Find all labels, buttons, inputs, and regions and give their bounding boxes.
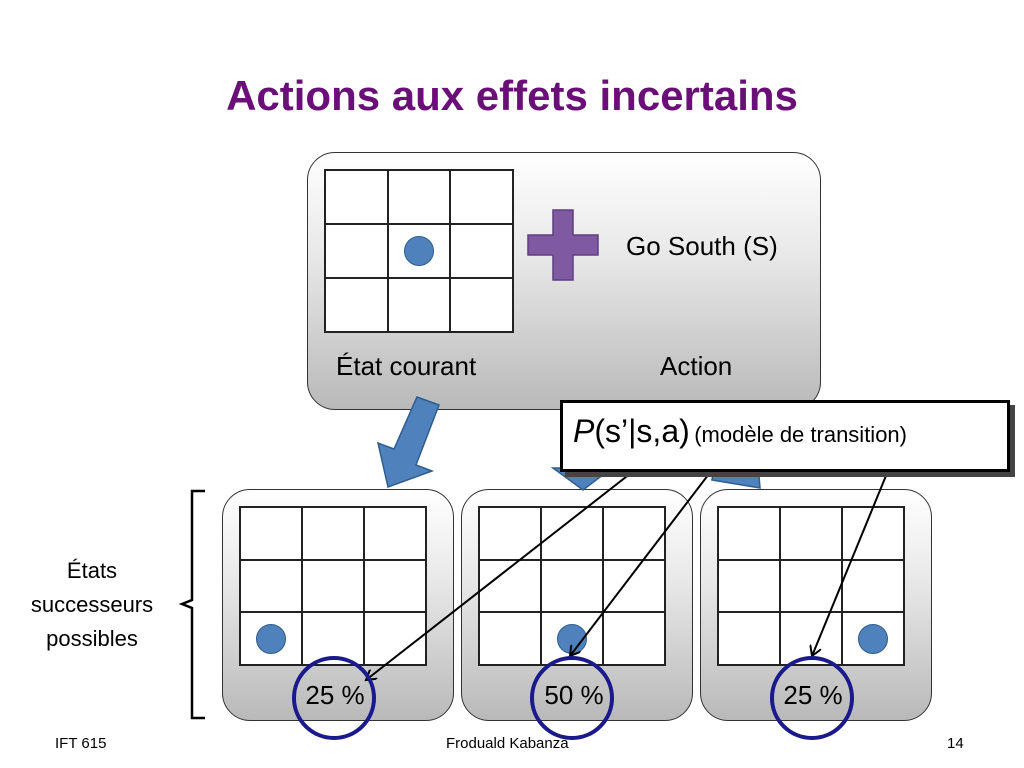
grid-cell — [541, 507, 603, 560]
grid-cell — [302, 507, 364, 560]
agent-dot — [858, 623, 888, 654]
grid-cell — [541, 559, 603, 613]
grid-cell — [387, 170, 451, 224]
successors-label-line-3: possibles — [46, 626, 138, 651]
grid-cell — [450, 278, 513, 332]
left-block-arrow — [376, 396, 440, 488]
grid-cell — [603, 559, 665, 613]
grid-cell — [479, 559, 541, 613]
current-state-box: Go South (S) État courant Action — [307, 152, 821, 410]
grid-cell — [603, 612, 665, 665]
footer-course: IFT 615 — [55, 735, 107, 752]
grid-cell — [240, 612, 302, 665]
grid-cell — [325, 278, 388, 332]
transition-description: (modèle de transition) — [694, 422, 907, 447]
grid-cell — [842, 507, 904, 560]
grid-cell — [450, 224, 513, 278]
footer-page-number: 14 — [947, 735, 964, 752]
transition-formula: P(s’|s,a) (modèle de transition) — [573, 413, 907, 450]
grid-cell — [364, 612, 426, 665]
current-state-grid — [324, 169, 514, 333]
agent-dot — [403, 236, 434, 266]
grid-cell — [325, 170, 388, 224]
grid-cell — [718, 507, 780, 560]
grid-cell — [387, 278, 451, 332]
action-name: Go South (S) — [626, 231, 778, 261]
grid-cell — [479, 507, 541, 560]
grid-cell — [364, 559, 426, 613]
action-label: Action — [660, 351, 733, 381]
grid-cell — [364, 507, 426, 560]
slide-title: Actions aux effets incertains — [226, 72, 798, 119]
successor-grid — [478, 506, 666, 666]
successor-grid — [239, 506, 427, 666]
grid-cell — [842, 612, 904, 665]
state-label: État courant — [336, 351, 477, 381]
transition-p: P — [573, 413, 595, 449]
transition-args: (s’|s,a) — [594, 413, 690, 449]
successors-label-line-1: États — [66, 558, 118, 583]
successors-label: États successeurs possibles — [8, 554, 176, 656]
probability-ring-3 — [770, 656, 854, 740]
probability-ring-2 — [530, 656, 614, 740]
probability-ring-1 — [292, 656, 376, 740]
agent-dot — [256, 623, 286, 654]
grid-cell — [780, 507, 842, 560]
grid-cell — [387, 224, 451, 278]
grid-cell — [240, 507, 302, 560]
successors-label-line-2: successeurs — [30, 592, 154, 617]
grid-cell — [325, 224, 388, 278]
grid-cell — [842, 559, 904, 613]
transition-model-box: P(s’|s,a) (modèle de transition) — [560, 400, 1010, 472]
agent-dot — [557, 623, 587, 654]
grid-cell — [479, 612, 541, 665]
grid-cell — [240, 559, 302, 613]
grid-cell — [780, 559, 842, 613]
grid-cell — [302, 559, 364, 613]
grid-cell — [718, 559, 780, 613]
footer-author: Froduald Kabanza — [446, 735, 569, 752]
grid-cell — [718, 612, 780, 665]
successor-grid — [717, 506, 905, 666]
bracket — [178, 489, 205, 720]
grid-cell — [603, 507, 665, 560]
grid-cell — [450, 170, 513, 224]
